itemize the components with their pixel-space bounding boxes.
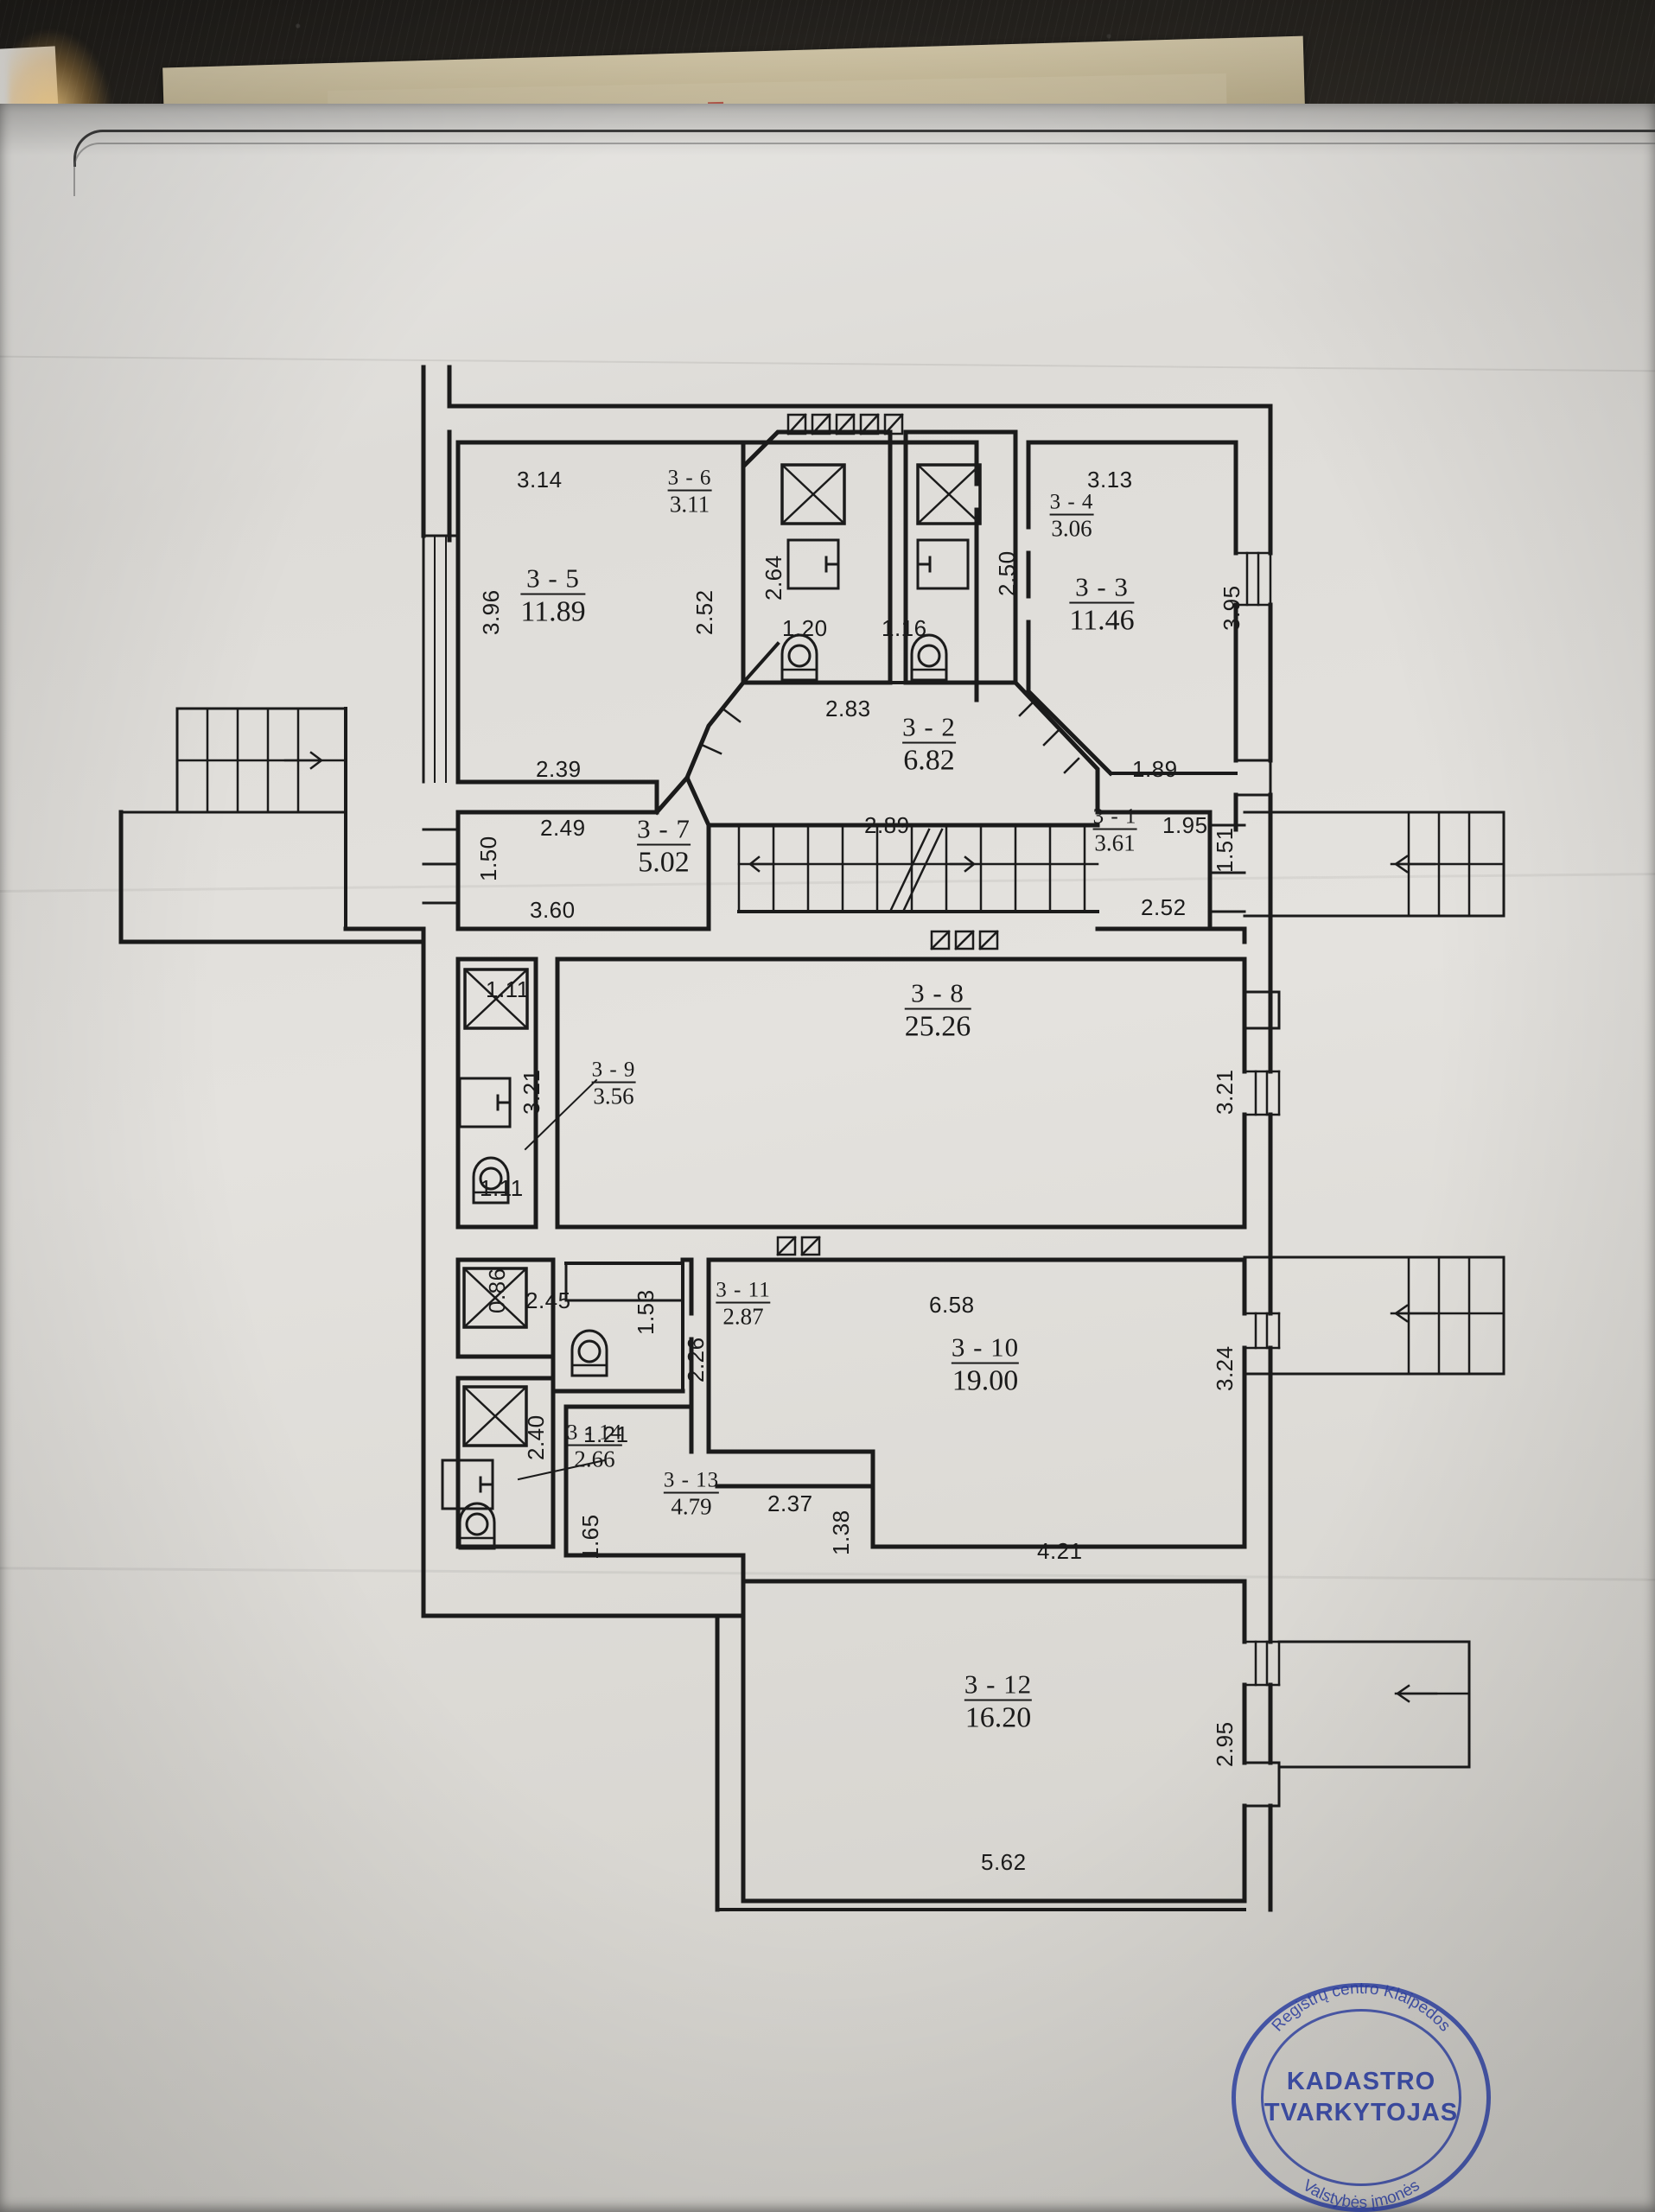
dimension-label: 2.83 (825, 696, 871, 721)
stamp-center-text: KADASTRO TVARKYTOJAS (1232, 2066, 1491, 2129)
room-area: 3.56 (591, 1081, 636, 1109)
stamp-curved-text: Registrų centro Klaipėdos Valstybės įmon… (1269, 1983, 1454, 2212)
dimension-label: 2.26 (683, 1337, 709, 1382)
dimension-label: 1.95 (1162, 812, 1208, 838)
dimension-label: 2.49 (540, 815, 586, 841)
stamp-outer-top-text: Registrų centro Klaipėdos (1269, 1983, 1454, 2035)
stamp-line-2: TVARKYTOJAS (1264, 2099, 1459, 2127)
dimension-label: 1.21 (583, 1421, 629, 1447)
room-number: 3 - 12 (964, 1669, 1033, 1700)
dimension-label: 3.13 (1087, 467, 1133, 493)
dimension-label: 6.58 (929, 1292, 975, 1318)
room-area: 19.00 (951, 1362, 1020, 1396)
room-number: 3 - 14 (566, 1421, 623, 1445)
dimension-label: 1.38 (828, 1510, 854, 1555)
dimension-label: 2.52 (1141, 894, 1187, 920)
sheet-border-inner (73, 143, 1655, 196)
stamp-outer-ring (1232, 1983, 1491, 2212)
room-area: 3.61 (1092, 828, 1137, 856)
stamp-inner-ring (1261, 2009, 1461, 2186)
dimension-label: 1.65 (577, 1514, 603, 1560)
dimension-label: 3.24 (1212, 1345, 1238, 1391)
stamp-line-1: KADASTRO (1286, 2068, 1436, 2095)
room-number: 3 - 9 (591, 1058, 636, 1082)
room-area: 11.89 (520, 593, 586, 627)
sheet-border (73, 130, 1655, 167)
dimension-label: 1.51 (1212, 827, 1238, 873)
dimension-label: 1.53 (633, 1289, 659, 1335)
room-area: 3.11 (667, 489, 712, 518)
room-area: 5.02 (637, 843, 691, 878)
room-area: 4.79 (663, 1491, 720, 1521)
dimension-label: 1.11 (480, 1175, 524, 1201)
stamp-outer-bottom-text: Valstybės įmonės (1299, 2177, 1423, 2212)
dimension-label: 2.52 (691, 589, 717, 635)
dimension-label: 3.21 (1212, 1069, 1238, 1115)
dimension-label: 3.60 (530, 897, 576, 923)
room-area: 11.46 (1069, 601, 1135, 636)
room-number: 3 - 6 (667, 466, 712, 490)
dimension-label: 2.39 (536, 756, 582, 782)
dimension-label: 1.16 (882, 615, 927, 641)
dimension-label: 2.89 (864, 812, 910, 838)
dimension-label: 3.21 (519, 1069, 544, 1115)
dimension-label: 1.50 (475, 836, 501, 881)
room-number: 3 - 3 (1075, 571, 1129, 602)
dimension-label: 1.11 (486, 976, 530, 1002)
dimension-label: 0.86 (484, 1268, 510, 1313)
dimension-label: 3.96 (478, 589, 504, 635)
dimension-label: 2.50 (994, 550, 1020, 596)
room-area: 2.66 (566, 1444, 623, 1473)
room-number: 3 - 8 (911, 977, 964, 1008)
dimension-label: 5.62 (981, 1849, 1027, 1875)
dimension-label: 2.37 (767, 1491, 813, 1516)
dimension-label: 2.45 (525, 1287, 571, 1313)
room-number: 3 - 7 (637, 813, 691, 844)
dimension-label: 1.89 (1132, 756, 1178, 782)
room-number: 3 - 10 (951, 1332, 1020, 1363)
room-area: 16.20 (964, 1699, 1033, 1733)
dimension-label: 3.95 (1219, 585, 1244, 631)
room-number: 3 - 1 (1092, 804, 1137, 829)
dimension-label: 4.21 (1037, 1538, 1083, 1564)
official-stamp: Registrų centro Klaipėdos Valstybės įmon… (1232, 1983, 1491, 2212)
room-number: 3 - 11 (716, 1278, 771, 1302)
dimension-label: 2.64 (761, 555, 786, 601)
room-area: 3.06 (1049, 513, 1094, 542)
dimension-label: 2.40 (523, 1414, 549, 1460)
dimension-label: 3.14 (517, 467, 563, 493)
room-area: 2.87 (716, 1301, 771, 1331)
room-area: 6.82 (902, 741, 956, 776)
room-number: 3 - 13 (663, 1468, 720, 1492)
room-area: 25.26 (904, 1007, 971, 1042)
room-number: 3 - 2 (902, 711, 956, 742)
dimension-label: 2.95 (1212, 1721, 1238, 1767)
dimension-label: 1.20 (782, 615, 828, 641)
room-number: 3 - 5 (526, 563, 580, 594)
room-number: 3 - 4 (1049, 490, 1094, 514)
